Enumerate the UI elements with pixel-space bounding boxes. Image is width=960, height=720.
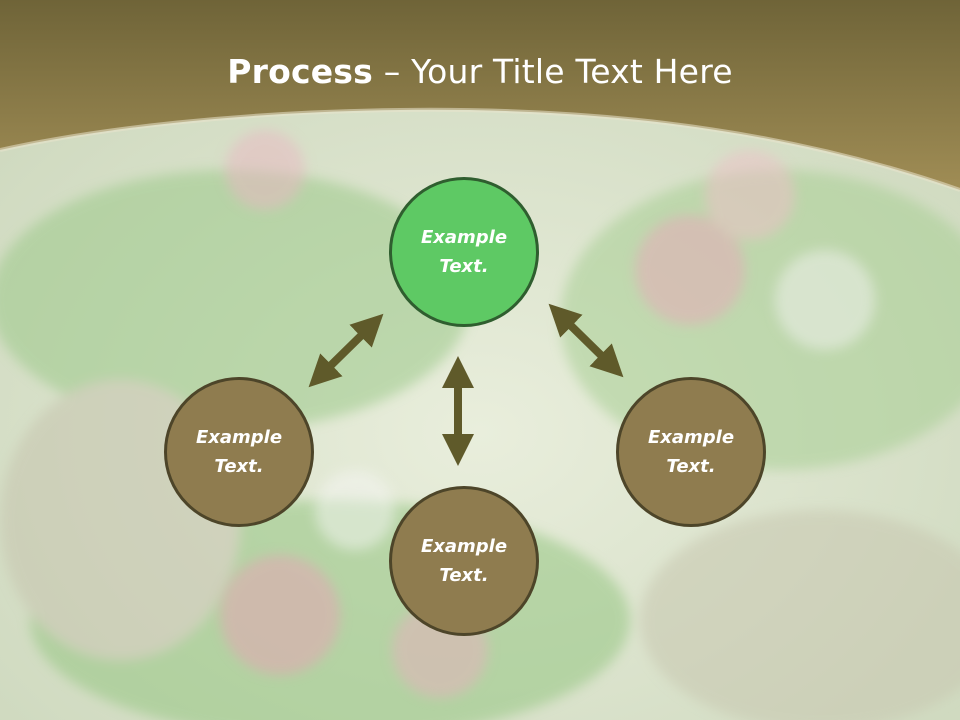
node-right-label: Example Text. <box>647 427 735 477</box>
title-separator: – <box>373 52 412 91</box>
title-text: Your Title Text Here <box>411 52 733 91</box>
node-right[interactable]: Example Text. <box>616 377 766 527</box>
node-bottom[interactable]: Example Text. <box>389 486 539 636</box>
node-bottom-label: Example Text. <box>420 536 508 586</box>
slide-title: Process – Your Title Text Here <box>0 52 960 91</box>
title-bold-part: Process <box>227 52 373 91</box>
node-left-label: Example Text. <box>195 427 283 477</box>
node-top[interactable]: Example Text. <box>389 177 539 327</box>
node-top-label: Example Text. <box>420 227 508 277</box>
node-left[interactable]: Example Text. <box>164 377 314 527</box>
